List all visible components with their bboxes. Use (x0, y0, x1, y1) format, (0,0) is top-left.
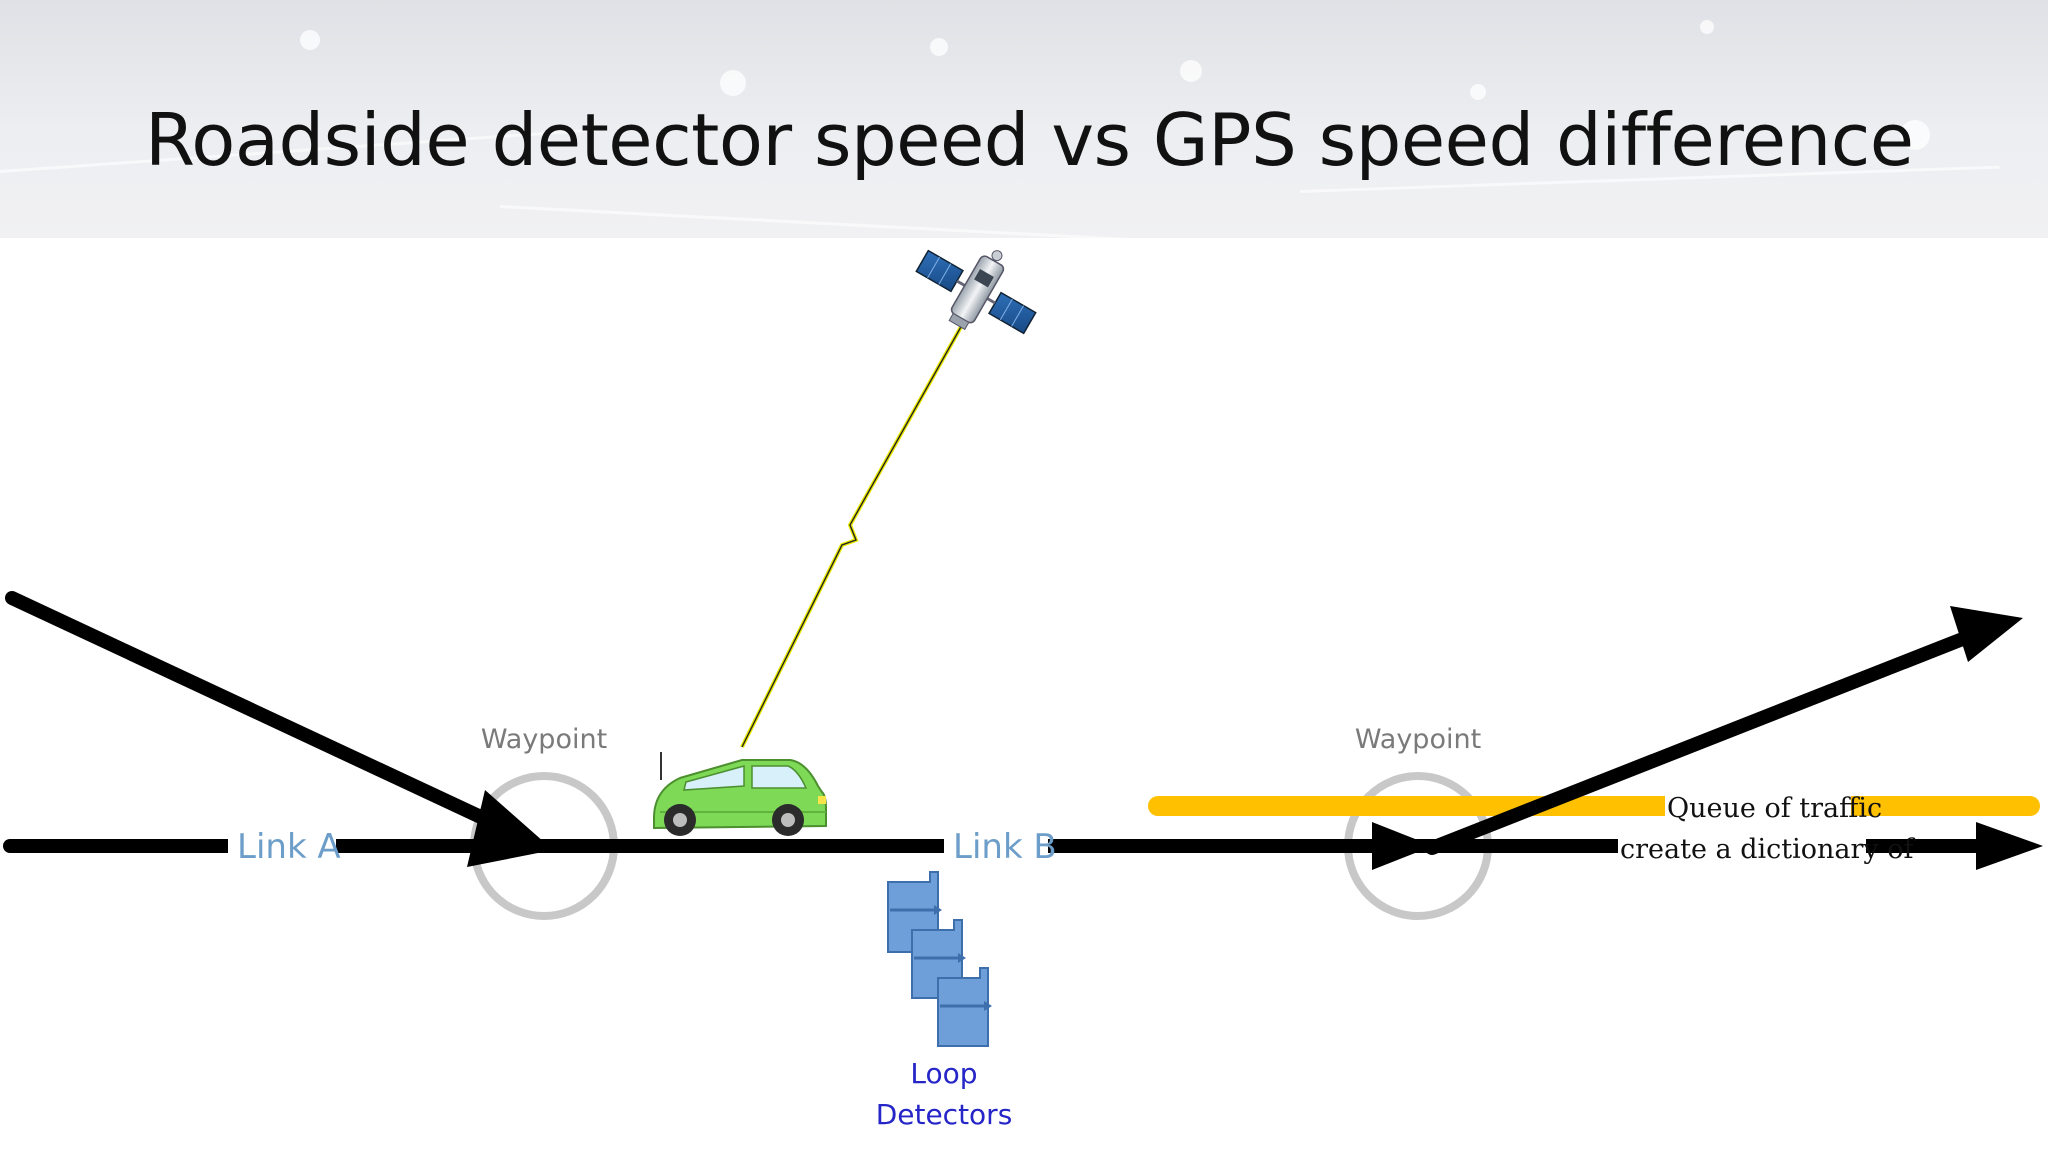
city-light (1700, 20, 1714, 34)
city-light (1180, 60, 1202, 82)
waypoint-label-2: Waypoint (1355, 724, 1481, 755)
link-b-label-bg (944, 822, 1048, 870)
main-road-end-arrowhead (1976, 822, 2043, 870)
slide-title: Roadside detector speed vs GPS speed dif… (145, 98, 1914, 182)
loop-detector-icon (887, 871, 992, 1047)
overlay-text: create a dictionary of (1620, 834, 1915, 865)
incoming-road-arrowhead (467, 790, 553, 867)
city-light (930, 38, 948, 56)
link-a-label-bg (228, 822, 336, 870)
gps-signal (740, 324, 964, 748)
gps-signal-outline (741, 324, 963, 748)
queue-label-bg (1665, 786, 1851, 826)
link-a-label: Link A (237, 827, 341, 867)
city-light (300, 30, 320, 50)
city-light (720, 70, 746, 96)
queue-label: Queue of traffic (1667, 793, 1882, 824)
outgoing-road-arrowhead (1950, 606, 2023, 662)
slide-header: Roadside detector speed vs GPS speed dif… (0, 0, 2048, 238)
waypoint-label-1: Waypoint (481, 724, 607, 755)
incoming-road (5, 591, 507, 833)
link-b-label: Link B (953, 827, 1057, 867)
overlay-text-bg (1618, 826, 1866, 866)
satellite-icon (915, 249, 1037, 335)
outgoing-road (1425, 633, 1967, 855)
city-light (1470, 84, 1486, 100)
waypoint-2-arrowhead (1372, 822, 1433, 870)
loop-detectors-label-line1: Loop (910, 1057, 977, 1090)
city-light (1900, 120, 1930, 150)
car-icon (653, 752, 827, 836)
loop-detectors-label-line2: Detectors (876, 1098, 1013, 1131)
